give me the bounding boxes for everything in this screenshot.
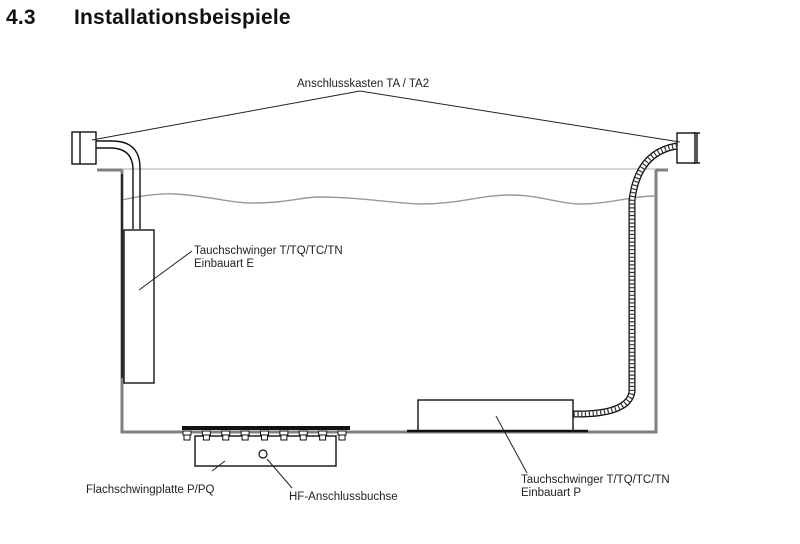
bolt [318, 430, 328, 441]
transducer-p [407, 399, 588, 433]
water-surface [121, 193, 657, 205]
tank-wall [97, 168, 668, 434]
bolt [279, 430, 289, 441]
label-transducer-p-line1: Tauchschwinger T/TQ/TC/TN [521, 474, 670, 486]
leader-flat-plate [211, 460, 226, 472]
label-flat-plate: Flachschwingplatte P/PQ [86, 484, 215, 496]
leader-transducer-e [138, 250, 193, 291]
leader-lines [91, 90, 681, 489]
bolt [337, 430, 347, 441]
bolt [240, 430, 250, 441]
section-title: Installationsbeispiele [74, 6, 291, 29]
bolt [201, 430, 211, 441]
section-number: 4.3 [6, 6, 36, 29]
bolt [260, 430, 269, 441]
leader-hf-socket [266, 458, 293, 489]
bolt [182, 430, 192, 441]
leader-junction-box [91, 90, 681, 143]
plate-bolts [182, 430, 347, 441]
label-transducer-p: Tauchschwinger T/TQ/TC/TN Einbauart P [521, 474, 670, 500]
bolt [221, 430, 231, 441]
transducer-e [123, 229, 155, 384]
junction-box-left [71, 131, 97, 165]
bolt [298, 430, 308, 441]
label-hf-socket: HF-Anschlussbuchse [289, 491, 398, 503]
tank [97, 168, 668, 434]
hf-socket [258, 449, 268, 459]
armoured-cable-right [572, 142, 678, 418]
leader-transducer-p [495, 415, 528, 474]
junction-box-right [676, 132, 700, 164]
label-transducer-e-line2: Einbauart E [194, 258, 255, 270]
flat-plate [182, 426, 350, 467]
label-transducer-e: Tauchschwinger T/TQ/TC/TN Einbauart E [194, 245, 343, 271]
label-transducer-p-line2: Einbauart P [521, 487, 582, 499]
cable-left [96, 140, 141, 229]
label-junction-box: Anschlusskasten TA / TA2 [297, 78, 430, 90]
label-transducer-e-line1: Tauchschwinger T/TQ/TC/TN [194, 245, 343, 257]
